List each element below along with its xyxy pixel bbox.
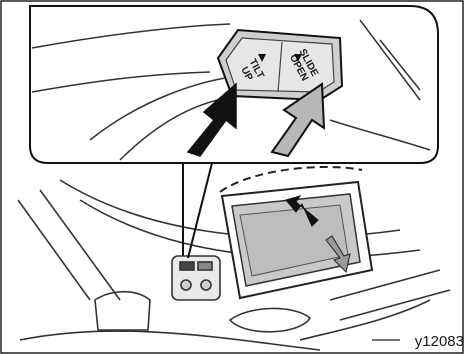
callout-pointer-edge — [188, 163, 212, 258]
sunroof-opening — [220, 167, 372, 298]
figure-code: y12083 — [415, 333, 464, 350]
